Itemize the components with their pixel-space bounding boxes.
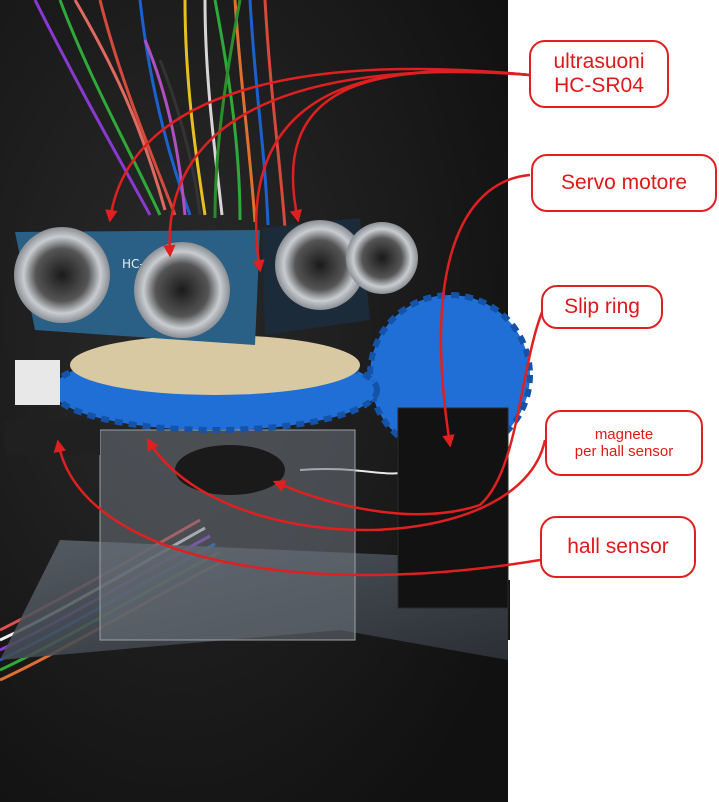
arrow-hall xyxy=(53,439,541,577)
label-hall-sensor: hall sensor xyxy=(540,516,696,578)
label-hall-sensor-text: hall sensor xyxy=(567,534,669,558)
label-ultrasuoni: ultrasuoni HC-SR04 xyxy=(529,40,669,108)
arrow-ultrasuoni-4 xyxy=(289,70,531,223)
label-servo-motore: Servo motore xyxy=(531,154,717,212)
label-ultrasuoni-line1: ultrasuoni xyxy=(553,49,645,73)
arrow-ultrasuoni-1 xyxy=(105,67,531,223)
ultrasonic-transducer-1 xyxy=(14,227,110,323)
label-slip-ring: Slip ring xyxy=(541,285,663,329)
slip-ring-disc xyxy=(70,335,360,395)
arrow-magnete xyxy=(146,437,547,532)
annotation-arrows xyxy=(53,67,547,577)
label-magnete: magnete per hall sensor xyxy=(545,410,703,476)
label-magnete-line2: per hall sensor xyxy=(574,443,674,460)
label-magnete-line1: magnete xyxy=(594,425,654,443)
label-ultrasuoni-line2: HC-SR04 xyxy=(554,74,644,97)
slip-ring-core xyxy=(175,445,285,495)
sensor-board-text: HC- xyxy=(122,257,144,271)
wire-bundle xyxy=(33,0,287,229)
ultrasonic-transducer-2 xyxy=(134,242,230,338)
label-slip-ring-text: Slip ring xyxy=(564,294,640,318)
hall-sensor-board xyxy=(5,420,100,455)
arrow-slip-ring xyxy=(272,304,547,516)
servo-body xyxy=(397,407,509,609)
ultrasonic-transducer-4 xyxy=(346,222,418,294)
label-servo-motore-text: Servo motore xyxy=(560,170,688,194)
ultrasonic-transducer-3 xyxy=(275,220,365,310)
hall-connector xyxy=(15,360,60,405)
arrow-servo xyxy=(439,173,531,448)
